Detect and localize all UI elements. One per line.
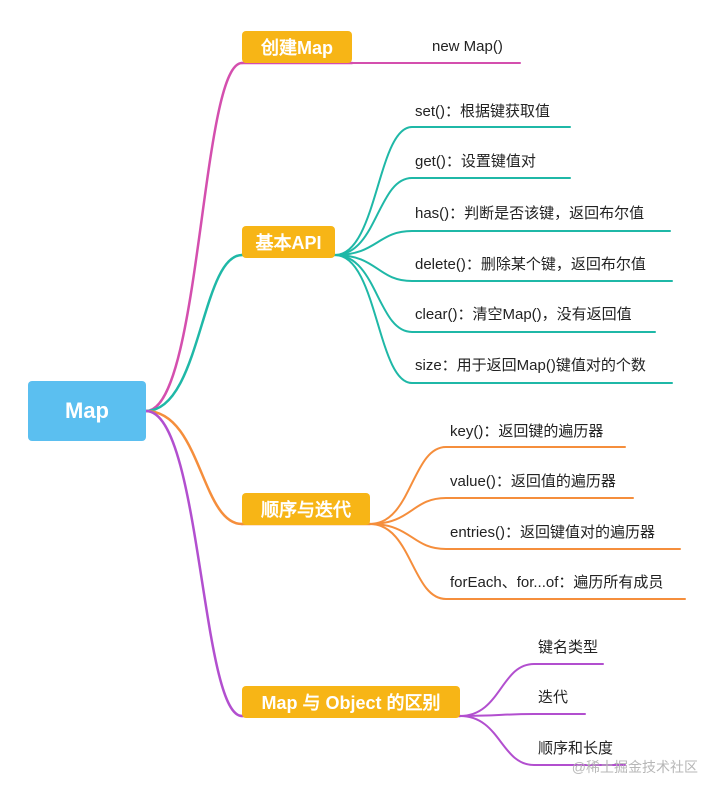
leaf-connector	[459, 715, 626, 766]
leaf-entries: entries()：返回键值对的遍历器	[450, 524, 656, 541]
branch-create-map: 创建Map	[242, 31, 352, 63]
leaf-iteration: 迭代	[538, 689, 569, 706]
root-to-branch-connector	[144, 61, 244, 413]
leaf-key: key()：返回键的遍历器	[450, 423, 604, 440]
branch-order-iteration: 顺序与迭代	[242, 493, 370, 525]
leaf-value: value()：返回值的遍历器	[450, 473, 616, 490]
branch-map-vs-object: Map 与 Object 的区别	[242, 686, 460, 718]
watermark: @稀土掘金技术社区	[571, 759, 698, 775]
root-to-branch-connector	[144, 409, 244, 718]
leaf-connector	[369, 523, 686, 600]
leaf-connector	[334, 254, 656, 333]
leaf-get: get()：设置键值对	[415, 153, 536, 170]
branch-basic-api: 基本API	[242, 226, 335, 258]
leaf-connector	[459, 713, 586, 717]
leaf-connector	[334, 126, 571, 256]
leaf-connector	[334, 177, 571, 256]
root-to-branch-connector	[144, 253, 244, 413]
leaf-foreach: forEach、for...of：遍历所有成员	[450, 574, 664, 591]
root-to-branch-connector	[144, 409, 244, 526]
leaf-key-type: 键名类型	[538, 639, 599, 656]
leaf-connector	[334, 254, 673, 384]
leaf-connector	[369, 523, 681, 550]
leaf-connector	[459, 663, 604, 717]
leaf-order-length: 顺序和长度	[538, 740, 614, 757]
leaf-connector	[369, 446, 626, 525]
leaf-connector	[334, 230, 671, 256]
leaf-connector	[369, 497, 634, 525]
root-node: Map	[28, 381, 146, 441]
leaf-clear: clear()：清空Map()，没有返回值	[415, 306, 632, 323]
leaf-set: set()：根据键获取值	[415, 103, 551, 120]
leaf-has: has()：判断是否该键，返回布尔值	[415, 205, 645, 222]
leaf-connector	[334, 254, 673, 282]
leaf-new-map: new Map()	[432, 38, 503, 55]
leaf-size: size：用于返回Map()键值对的个数	[415, 357, 646, 374]
leaf-delete: delete()：删除某个键，返回布尔值	[415, 256, 646, 273]
